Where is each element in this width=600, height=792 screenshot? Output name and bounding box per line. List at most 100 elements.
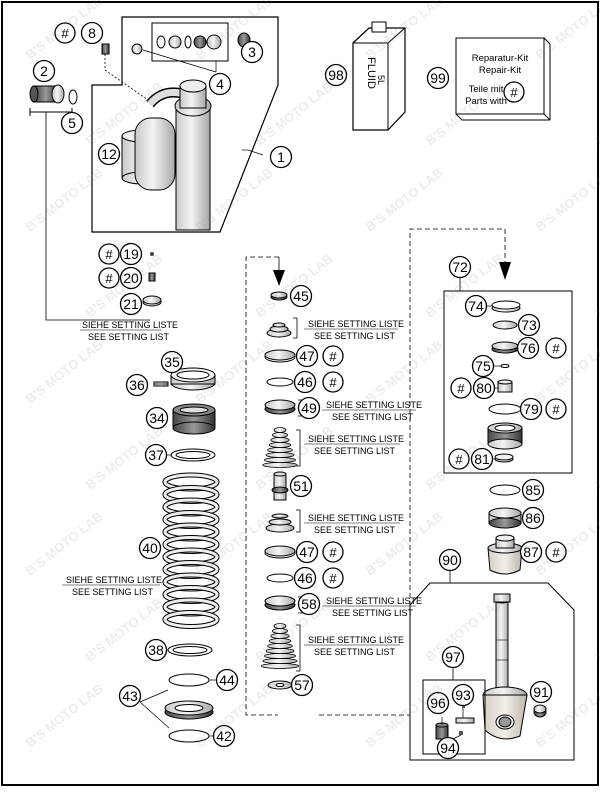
- hash-marker: #: [545, 398, 567, 420]
- svg-text:#: #: [552, 341, 560, 356]
- svg-text:#: #: [457, 381, 465, 396]
- callout-79: 79: [519, 397, 543, 421]
- callout-76: 76: [516, 336, 540, 360]
- svg-text:#: #: [105, 247, 113, 262]
- callout-46: 46: [293, 566, 317, 590]
- watermark-text: B'S MOTO LAB: [423, 423, 506, 493]
- svg-text:76: 76: [520, 340, 536, 356]
- callout-40: 40: [138, 536, 162, 560]
- callout-87: 87: [519, 540, 543, 564]
- svg-text:3: 3: [248, 44, 256, 60]
- svg-text:85: 85: [525, 482, 541, 498]
- svg-text:81: 81: [474, 451, 490, 467]
- hash-marker: #: [322, 345, 344, 367]
- hash-marker: #: [545, 541, 567, 563]
- kit-line-1: Reparatur-Kit: [472, 53, 529, 64]
- part-2-adjuster: [29, 84, 150, 321]
- svg-text:74: 74: [468, 298, 484, 314]
- callout-42: 42: [212, 724, 236, 748]
- svg-text:#: #: [105, 271, 113, 286]
- callout-47: 47: [295, 540, 319, 564]
- callout-36: 36: [125, 373, 149, 397]
- callout-34: 34: [145, 406, 169, 430]
- callout-73: 73: [517, 313, 541, 337]
- svg-text:#: #: [329, 349, 337, 364]
- svg-text:34: 34: [149, 410, 165, 426]
- svg-text:58: 58: [301, 596, 317, 612]
- svg-text:#: #: [510, 85, 518, 100]
- callout-37: 37: [144, 443, 168, 467]
- svg-text:73: 73: [521, 317, 537, 333]
- svg-text:47: 47: [299, 348, 315, 364]
- svg-text:SIEHE SETTING LISTE: SIEHE SETTING LISTE: [308, 635, 404, 645]
- watermark-text: B'S MOTO LAB: [423, 595, 506, 665]
- callout-72: 72: [448, 255, 472, 279]
- hash-marker: #: [545, 337, 567, 359]
- setting-notes: SIEHE SETTING LISTE SEE SETTING LIST SIEH…: [62, 319, 422, 657]
- svg-text:42: 42: [216, 728, 232, 744]
- spring-stack: [139, 367, 220, 743]
- svg-text:8: 8: [88, 25, 96, 41]
- callout-58: 58: [297, 592, 321, 616]
- svg-text:51: 51: [293, 478, 309, 494]
- svg-text:SIEHE SETTING LISTE: SIEHE SETTING LISTE: [308, 434, 404, 444]
- callout-93: 93: [451, 683, 475, 707]
- svg-text:19: 19: [123, 246, 139, 262]
- callout-86: 86: [521, 506, 545, 530]
- svg-text:SEE SETTING LIST: SEE SETTING LIST: [332, 608, 414, 618]
- svg-text:90: 90: [442, 552, 458, 568]
- hash-marker: #: [54, 22, 76, 44]
- svg-text:SIEHE SETTING LISTE: SIEHE SETTING LISTE: [82, 320, 178, 330]
- callout-43: 43: [118, 684, 142, 708]
- kit-line-3: Teile mit: [469, 84, 504, 95]
- svg-text:SEE SETTING LIST: SEE SETTING LIST: [332, 412, 414, 422]
- watermark-text: B'S MOTO LAB: [363, 681, 446, 751]
- watermark-text: B'S MOTO LAB: [23, 337, 106, 407]
- watermark-text: B'S MOTO LAB: [23, 165, 106, 235]
- svg-text:SEE SETTING LIST: SEE SETTING LIST: [72, 587, 154, 597]
- hash-marker: #: [322, 541, 344, 563]
- parts-19-21: [142, 252, 162, 307]
- callout-5: 5: [60, 111, 84, 135]
- callout-20: 20: [119, 266, 143, 290]
- hash-layer: #############: [54, 22, 567, 589]
- svg-text:SEE SETTING LIST: SEE SETTING LIST: [314, 647, 396, 657]
- svg-text:#: #: [329, 571, 337, 586]
- callout-99: 99: [426, 66, 450, 90]
- svg-text:#: #: [329, 545, 337, 560]
- svg-text:36: 36: [129, 377, 145, 393]
- svg-text:72: 72: [452, 259, 468, 275]
- svg-text:4: 4: [216, 76, 224, 92]
- svg-text:96: 96: [430, 695, 446, 711]
- svg-text:97: 97: [445, 649, 461, 665]
- callout-98: 98: [324, 63, 348, 87]
- hash-marker: #: [98, 267, 120, 289]
- callout-4: 4: [208, 72, 232, 96]
- svg-text:94: 94: [440, 740, 456, 756]
- callout-3: 3: [240, 40, 264, 64]
- callout-45: 45: [289, 284, 313, 308]
- callout-94: 94: [436, 736, 460, 760]
- callout-90: 90: [438, 548, 462, 572]
- svg-text:#: #: [552, 402, 560, 417]
- svg-text:21: 21: [123, 296, 139, 312]
- piston-stack: [245, 228, 511, 716]
- callout-49: 49: [297, 396, 321, 420]
- setting-note-7: SIEHE SETTING LISTE SEE SETTING LIST: [304, 635, 404, 657]
- callout-80: 80: [472, 376, 496, 400]
- hash-marker: #: [322, 567, 344, 589]
- callout-44: 44: [215, 668, 239, 692]
- svg-text:57: 57: [294, 677, 310, 693]
- watermark-text: B'S MOTO LAB: [253, 251, 336, 321]
- svg-text:40: 40: [142, 540, 158, 556]
- callout-81: 81: [470, 447, 494, 471]
- hash-marker: #: [450, 377, 472, 399]
- callout-8: 8: [80, 21, 104, 45]
- svg-text:37: 37: [148, 447, 164, 463]
- svg-text:44: 44: [219, 672, 235, 688]
- svg-text:SIEHE SETTING LISTE: SIEHE SETTING LISTE: [308, 319, 404, 329]
- svg-text:20: 20: [123, 270, 139, 286]
